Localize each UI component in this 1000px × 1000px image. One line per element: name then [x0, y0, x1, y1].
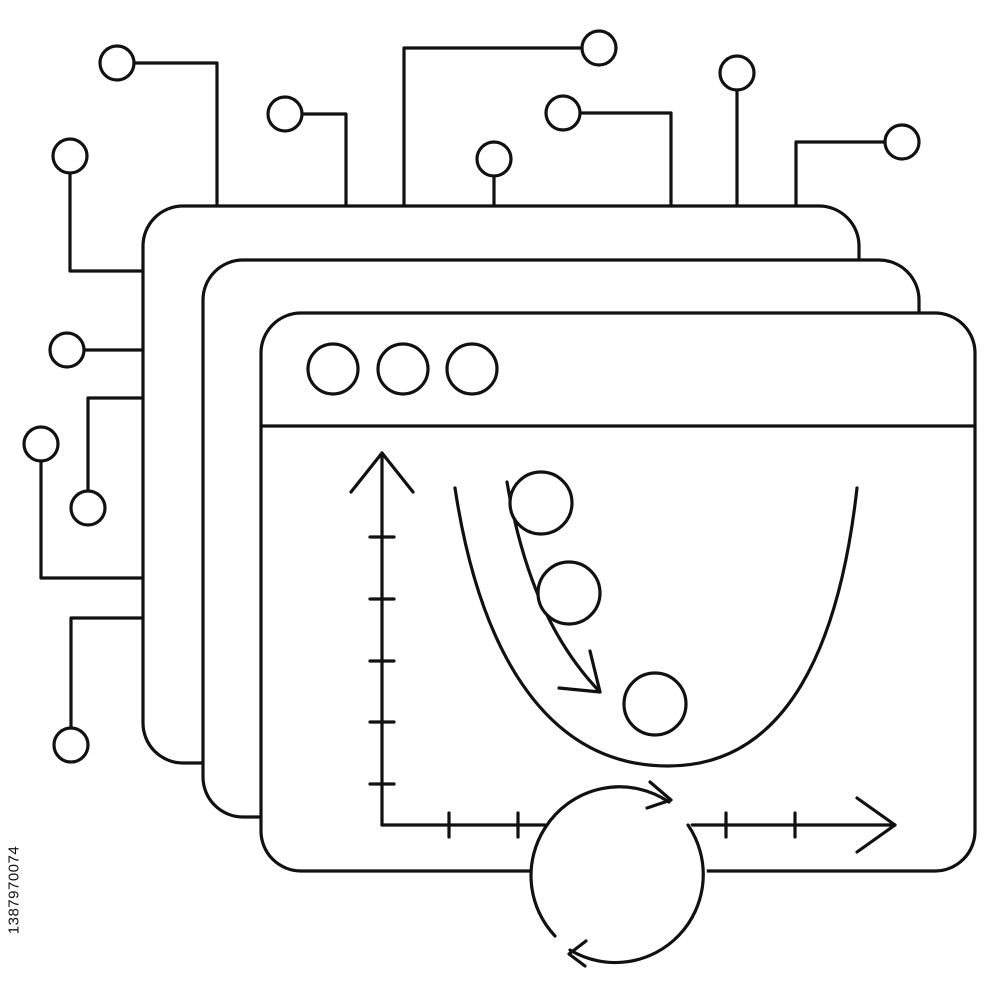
refresh-arc-left: [529, 826, 557, 938]
circuit-trace-left-1: [68, 172, 150, 273]
loss-parabola: [453, 486, 859, 768]
circuit-node-top-2: [266, 95, 304, 133]
circuit-trace-top-2: [301, 112, 348, 212]
circuit-node-top-3: [580, 29, 618, 67]
window-control-dot: [306, 342, 360, 396]
descent-ball: [536, 560, 602, 626]
refresh-arrowhead-upper: [645, 780, 673, 810]
descent-arrowhead: [557, 649, 602, 694]
circuit-trace-left-4: [39, 459, 150, 580]
circuit-node-left-2: [48, 331, 86, 369]
circuit-trace-top-1: [133, 61, 219, 212]
circuit-node-left-5: [52, 726, 90, 764]
parabola-chart: [349, 451, 897, 854]
circuit-trace-top-3: [402, 46, 584, 212]
window-control-dot: [445, 342, 499, 396]
y-axis-ticks: [368, 535, 396, 786]
window-control-dots: [306, 342, 499, 396]
front-window: [259, 311, 977, 873]
circuit-node-left-4: [22, 425, 60, 463]
refresh-arc-right: [568, 823, 705, 965]
circuit-traces: [22, 29, 921, 764]
descent-ball: [622, 671, 688, 737]
x-axis-ticks: [447, 811, 797, 839]
circuit-trace-top-7: [794, 140, 887, 212]
y-axis-arrowhead: [349, 451, 415, 494]
x-axis-arrowhead: [855, 796, 897, 854]
circuit-trace-top-5: [578, 111, 673, 212]
circuit-node-left-3: [69, 489, 107, 527]
circuit-node-left-1: [51, 137, 89, 175]
circuit-node-top-6: [718, 54, 756, 92]
refresh-arc-upper: [543, 785, 671, 830]
circuit-node-top-7: [883, 123, 921, 161]
circuit-trace-left-5: [69, 616, 150, 729]
refresh-cycle-icon: [529, 780, 707, 968]
refresh-arrowhead-lower: [567, 939, 588, 968]
circuit-node-top-1: [98, 44, 136, 82]
refresh-cycle-backdrop: [531, 788, 707, 964]
descent-ball: [508, 470, 574, 536]
circuit-node-top-5: [544, 94, 582, 132]
window-control-dot: [376, 342, 430, 396]
circuit-node-top-4: [475, 140, 513, 178]
side-code-text: 1387970074: [5, 845, 23, 935]
circuit-trace-left-3: [86, 396, 150, 492]
